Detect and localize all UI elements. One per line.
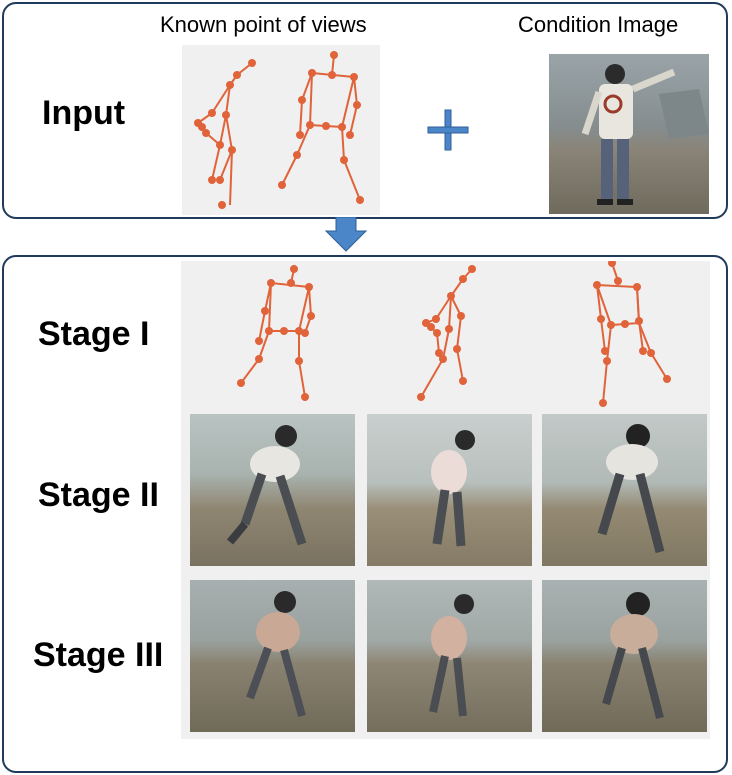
known-views-caption: Known point of views [160,12,367,37]
blurred-person-figure [226,425,307,546]
stage-1-skeletons [237,261,671,407]
person-figure [429,594,474,717]
stage-3-label: Stage III [33,636,164,674]
person-figure [246,591,306,718]
stage-3-image-1 [190,580,355,732]
stage-3-image-2 [367,580,532,732]
stage-1-skeleton-3 [593,261,671,407]
stage-2-image-2 [367,414,532,566]
person-figure [602,592,664,719]
stage-2-image-3 [542,414,707,566]
stage-1-skeleton-2 [417,265,476,401]
condition-image-caption: Condition Image [518,12,679,37]
stage-1-label: Stage I [38,315,150,353]
plus-icon [427,109,469,151]
known-view-skeletons [194,51,364,209]
stage-1-skeleton-1 [237,265,315,401]
stage-3-image-3 [542,580,707,732]
condition-image [549,54,709,214]
blurred-person-figure [597,424,665,554]
stage-2-image-1 [190,414,355,566]
known-views-panel [182,45,380,215]
person-figure [581,64,709,205]
down-arrow-icon [324,217,368,252]
side-view-skeleton [194,59,256,209]
front-view-skeleton [278,51,364,204]
input-label: Input [42,94,126,132]
stage-2-label: Stage II [38,476,159,514]
blurred-person-figure [431,430,475,547]
